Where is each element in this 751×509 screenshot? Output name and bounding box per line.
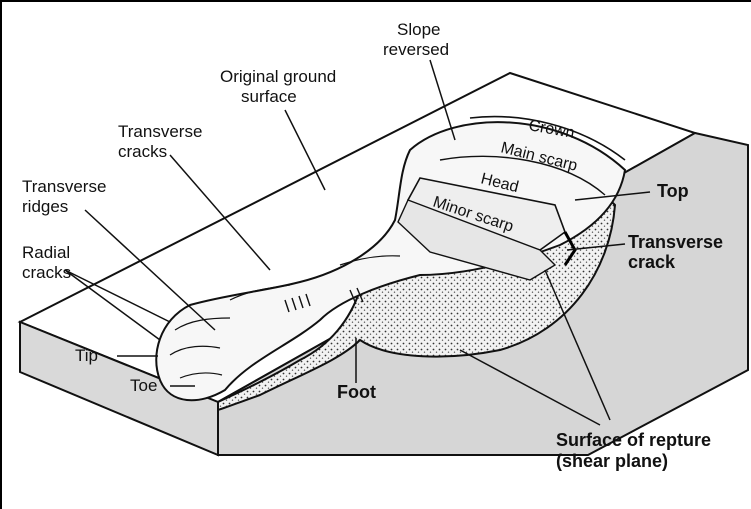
label-surface-of-rupture-2: (shear plane) xyxy=(556,451,668,471)
label-transverse-ridges-2: ridges xyxy=(22,197,68,216)
label-original-ground-2: surface xyxy=(241,87,297,106)
label-radial-cracks-1: Radial xyxy=(22,243,70,262)
label-tip: Tip xyxy=(75,346,98,365)
label-transverse-crack-2: crack xyxy=(628,252,676,272)
label-radial-cracks-2: cracks xyxy=(22,263,71,282)
label-transverse-cracks-1: Transverse xyxy=(118,122,202,141)
label-surface-of-rupture-1: Surface of repture xyxy=(556,430,711,450)
label-slope-reversed-2: reversed xyxy=(383,40,449,59)
label-top: Top xyxy=(657,181,689,201)
label-transverse-cracks-2: cracks xyxy=(118,142,167,161)
label-transverse-ridges-1: Transverse xyxy=(22,177,106,196)
label-transverse-crack-1: Transverse xyxy=(628,232,723,252)
label-foot: Foot xyxy=(337,382,376,402)
label-toe: Toe xyxy=(130,376,157,395)
label-original-ground-1: Original ground xyxy=(220,67,336,86)
label-slope-reversed-1: Slope xyxy=(397,20,440,39)
